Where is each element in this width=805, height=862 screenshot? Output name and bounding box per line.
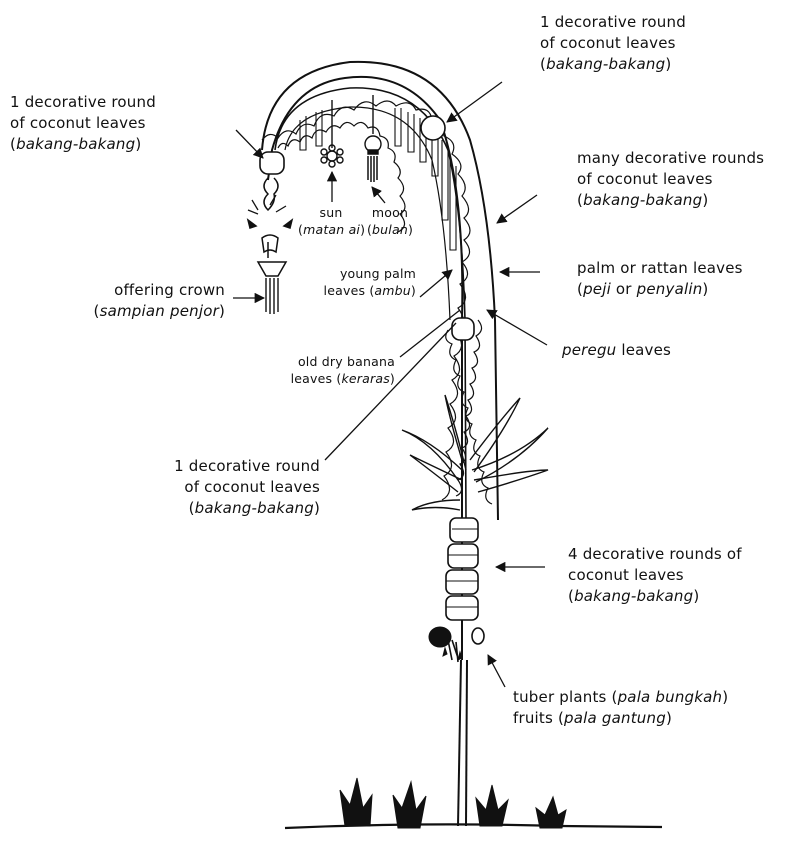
label-old-banana: old dry banana leaves (keraras) [270,353,395,387]
offering-crown [248,178,292,314]
round-mid [452,318,474,340]
label-top-left: 1 decorative round of coconut leaves (ba… [10,92,156,155]
grass-tuft [393,782,426,828]
round-lower [448,544,478,568]
ground [285,778,662,828]
label-palm-rattan: palm or rattan leaves (peji or penyalin) [577,258,743,300]
sun-pendant [321,100,343,167]
grass-tuft [536,797,566,828]
bamboo-pole [268,77,467,826]
grass-tuft [476,785,508,826]
grass-tuft [340,778,372,826]
label-offering-crown: offering crown (sampian penjor) [20,280,225,322]
label-mid-round: 1 decorative round of coconut leaves (ba… [120,456,320,519]
label-top-right: 1 decorative round of coconut leaves (ba… [540,12,686,75]
round-lower [446,570,478,594]
round-top-left [260,152,284,174]
label-young-palm: young palm leaves (ambu) [320,265,416,299]
palm-leaves [402,395,548,510]
round-lower [446,596,478,620]
round-lower [450,518,478,542]
label-four-rounds: 4 decorative rounds of coconut leaves (b… [568,544,742,607]
label-moon: moon (bulan) [362,204,418,238]
label-sun: sun (matan ai) [298,204,364,238]
tuber-fruits [429,627,484,662]
label-peregu: peregu leaves [562,340,671,361]
label-many-rounds: many decorative rounds of coconut leaves… [577,148,764,211]
label-tuber-fruits: tuber plants (pala bungkah) fruits (pala… [513,687,728,729]
round-top-right [421,116,445,140]
